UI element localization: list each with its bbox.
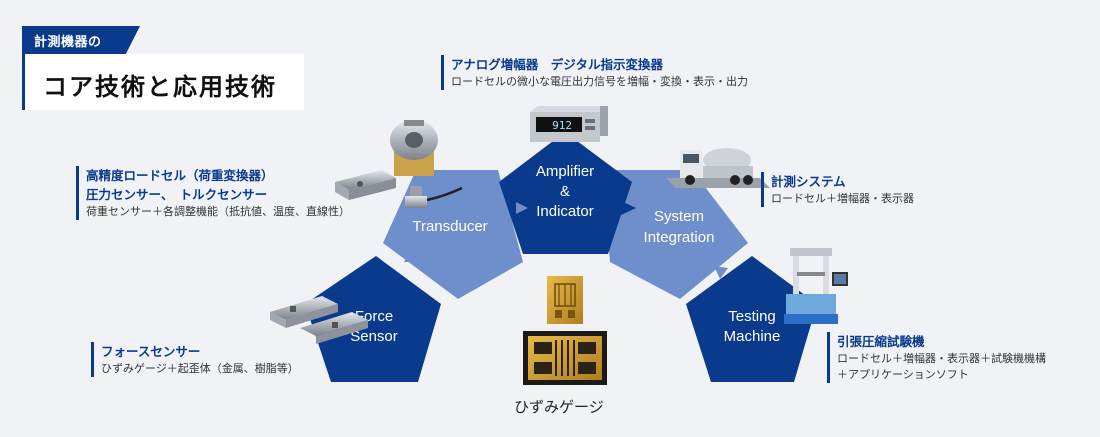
system-integration-node: [602, 170, 748, 299]
force-sensor-image: [270, 296, 368, 344]
title-box: コア技術と応用技術: [22, 54, 304, 110]
amplifier-label-1: Amplifier: [536, 163, 594, 180]
indicator-readout: 912: [552, 119, 572, 132]
note-force: フォースセンサー ひずみゲージ＋起歪体（金属、樹脂等）: [91, 342, 299, 377]
indicator-device-image: 912: [530, 106, 608, 142]
title-card: 計測機器の コア技術と応用技術: [22, 26, 304, 110]
note-force-heading: フォースセンサー: [101, 344, 201, 359]
note-transducer-heading-2: 圧力センサー、 トルクセンサー: [86, 187, 268, 202]
truck-image: [666, 148, 770, 188]
note-transducer-heading-1: 高精度ロードセル（荷重変換器）: [86, 168, 274, 183]
note-testing-heading: 引張圧縮試験機: [837, 334, 925, 349]
note-testing-desc-1: ロードセル＋増幅器・表示器＋試験機機構: [837, 352, 1046, 365]
large-strain-gauge-image: [523, 331, 607, 385]
pressure-sensor-image: [405, 186, 463, 208]
note-system: 計測システム ロードセル＋増幅器・表示器: [761, 172, 914, 207]
title-tag: [22, 26, 140, 54]
note-system-desc: ロードセル＋増幅器・表示器: [771, 192, 914, 205]
testing-machine-image: [784, 248, 848, 324]
arrow-system-to-testing: [714, 266, 728, 279]
note-system-heading: 計測システム: [771, 174, 846, 189]
title-small: 計測機器の: [34, 35, 102, 50]
testing-label-1: Testing: [728, 308, 776, 325]
force-sensor-label-2: Sensor: [350, 328, 398, 345]
amplifier-label-3: Indicator: [536, 203, 594, 220]
note-amplifier-heading: アナログ増幅器 デジタル指示変換器: [451, 57, 664, 72]
note-transducer-desc: 荷重センサー＋各調整機能（抵抗値、温度、直線性）: [86, 205, 350, 218]
amplifier-node: [499, 132, 632, 254]
note-testing-desc-2: ＋アプリケーションソフト: [837, 368, 969, 381]
testing-machine-node: [686, 256, 817, 382]
system-label-1: System: [654, 208, 704, 225]
load-cell-image: [335, 170, 396, 200]
arrow-transducer-to-amplifier: [516, 202, 528, 214]
note-transducer: 高精度ロードセル（荷重変換器） 圧力センサー、 トルクセンサー 荷重センサー＋各…: [76, 166, 350, 220]
transducer-label: Transducer: [412, 218, 487, 235]
page-title: コア技術と応用技術: [43, 73, 277, 101]
strain-gauge-caption: ひずみゲージ: [514, 398, 604, 416]
system-label-2: Integration: [644, 229, 715, 246]
amplifier-label-2: &: [560, 183, 570, 200]
arrow-force-to-transducer: [404, 250, 416, 262]
force-sensor-node: [305, 256, 441, 382]
donut-load-cell-image: [390, 120, 438, 176]
arrow-amplifier-to-system: [621, 201, 636, 215]
note-force-desc: ひずみゲージ＋起歪体（金属、樹脂等）: [101, 362, 299, 375]
small-strain-gauge-image: [547, 276, 583, 324]
testing-label-2: Machine: [724, 328, 781, 345]
note-testing: 引張圧縮試験機 ロードセル＋増幅器・表示器＋試験機機構 ＋アプリケーションソフト: [827, 332, 1046, 383]
note-amplifier: アナログ増幅器 デジタル指示変換器 ロードセルの微小な電圧出力信号を増幅・変換・…: [441, 55, 748, 90]
note-amplifier-desc: ロードセルの微小な電圧出力信号を増幅・変換・表示・出力: [451, 75, 748, 88]
